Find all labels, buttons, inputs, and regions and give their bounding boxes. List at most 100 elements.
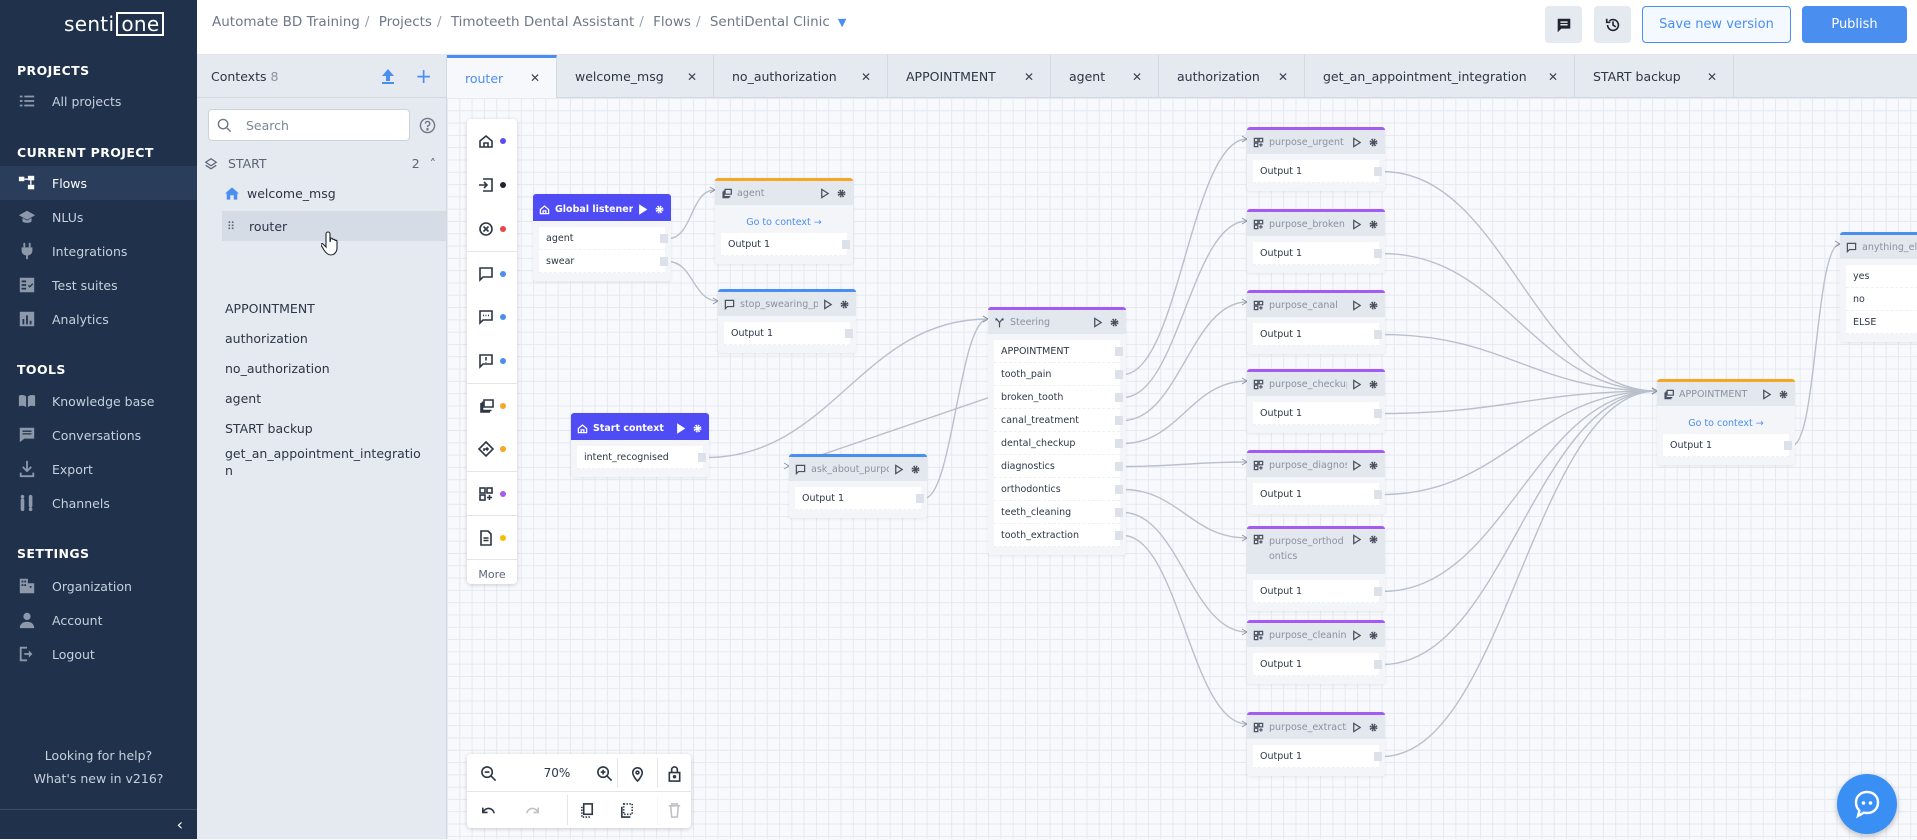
publish-button[interactable]: Publish bbox=[1802, 6, 1907, 43]
output-port[interactable] bbox=[1374, 330, 1382, 339]
tab-authorization[interactable]: authorization✕ bbox=[1159, 55, 1305, 98]
close-tab-icon[interactable]: ✕ bbox=[1131, 69, 1142, 84]
node-header[interactable]: Steering bbox=[988, 307, 1126, 334]
output-port[interactable] bbox=[1374, 409, 1382, 418]
gear-icon[interactable] bbox=[1778, 389, 1789, 400]
palette-item[interactable] bbox=[467, 427, 517, 471]
node-header[interactable]: purpose_canal bbox=[1247, 290, 1385, 317]
context-group-start[interactable]: START 2 ˄ bbox=[197, 149, 446, 178]
node-header[interactable]: purpose_orthodontics bbox=[1247, 526, 1385, 574]
tab-agent[interactable]: agent✕ bbox=[1051, 55, 1159, 98]
output-port[interactable] bbox=[1115, 531, 1123, 540]
node-header[interactable]: purpose_cleaning bbox=[1247, 620, 1385, 647]
history-button[interactable] bbox=[1594, 6, 1631, 43]
chevron-up-icon[interactable]: ˄ bbox=[429, 156, 436, 171]
play-icon[interactable] bbox=[1351, 218, 1362, 230]
locate-button[interactable] bbox=[617, 758, 657, 788]
play-icon[interactable] bbox=[1351, 378, 1362, 390]
breadcrumb-item[interactable]: Automate BD Training bbox=[212, 14, 360, 30]
palette-item[interactable] bbox=[467, 515, 517, 559]
context-item-router[interactable]: ⠿router bbox=[222, 211, 446, 241]
save-new-version-button[interactable]: Save new version bbox=[1642, 6, 1791, 43]
sidebar-item-channels[interactable]: Channels bbox=[0, 486, 197, 520]
gear-icon[interactable] bbox=[692, 423, 703, 434]
go-to-context-link[interactable]: Go to context → bbox=[1688, 417, 1764, 429]
output-port[interactable] bbox=[1374, 752, 1382, 761]
node-header[interactable]: purpose_checkup bbox=[1247, 369, 1385, 396]
gear-icon[interactable] bbox=[1368, 219, 1379, 230]
play-icon[interactable] bbox=[1351, 534, 1362, 545]
gear-icon[interactable] bbox=[910, 464, 921, 475]
breadcrumb-item[interactable]: Projects bbox=[378, 14, 432, 30]
node-header[interactable]: anything_else bbox=[1840, 232, 1917, 259]
help-link[interactable]: Looking for help? bbox=[44, 748, 153, 763]
sidebar-item-organization[interactable]: Organization bbox=[0, 569, 197, 603]
close-tab-icon[interactable]: ✕ bbox=[686, 69, 697, 84]
gear-icon[interactable] bbox=[1368, 630, 1379, 641]
tab-router[interactable]: router✕ bbox=[447, 55, 557, 98]
play-icon[interactable] bbox=[822, 298, 833, 310]
breadcrumb-item[interactable]: Timoteeth Dental Assistant bbox=[450, 14, 635, 30]
output-port[interactable] bbox=[1115, 462, 1123, 471]
node-header[interactable]: ask_about_purpose bbox=[789, 454, 927, 481]
node-header[interactable]: purpose_diagnostics bbox=[1247, 450, 1385, 477]
sidebar-item-test-suites[interactable]: Test suites bbox=[0, 268, 197, 302]
node-header[interactable]: purpose_broken bbox=[1247, 209, 1385, 236]
play-icon[interactable] bbox=[1092, 316, 1103, 328]
palette-item[interactable] bbox=[467, 339, 517, 383]
palette-item[interactable] bbox=[467, 471, 517, 515]
gear-icon[interactable] bbox=[1368, 379, 1379, 390]
drag-handle-icon[interactable]: ⠿ bbox=[227, 219, 236, 233]
play-icon[interactable] bbox=[675, 422, 686, 434]
add-context-button[interactable]: + bbox=[415, 64, 432, 88]
close-tab-icon[interactable]: ✕ bbox=[1023, 69, 1034, 84]
search-input[interactable]: Search bbox=[208, 109, 410, 141]
output-port[interactable] bbox=[1374, 249, 1382, 258]
sidebar-item-export[interactable]: Export bbox=[0, 452, 197, 486]
play-icon[interactable] bbox=[1761, 388, 1772, 400]
node-header[interactable]: Global listener bbox=[533, 194, 671, 221]
gear-icon[interactable] bbox=[836, 188, 847, 199]
gear-icon[interactable] bbox=[654, 204, 665, 215]
go-to-context-link[interactable]: Go to context → bbox=[746, 216, 822, 228]
output-port[interactable] bbox=[1115, 347, 1123, 356]
close-tab-icon[interactable]: ✕ bbox=[860, 69, 871, 84]
chat-widget-button[interactable] bbox=[1837, 774, 1897, 834]
chevron-down-icon[interactable]: ▼ bbox=[837, 16, 847, 29]
sidebar-item-conversations[interactable]: Conversations bbox=[0, 418, 197, 452]
gear-icon[interactable] bbox=[1368, 722, 1379, 733]
breadcrumb-current[interactable]: SentiDental Clinic bbox=[709, 14, 830, 30]
output-port[interactable] bbox=[698, 453, 706, 462]
undo-button[interactable] bbox=[473, 795, 503, 825]
sidebar-item-all-projects[interactable]: All projects bbox=[0, 84, 197, 118]
output-port[interactable] bbox=[1374, 660, 1382, 669]
tab-appointment[interactable]: APPOINTMENT✕ bbox=[888, 55, 1051, 98]
context-item[interactable]: agent bbox=[225, 391, 262, 406]
whats-new-link[interactable]: What's new in v216? bbox=[33, 771, 164, 786]
close-tab-icon[interactable]: ✕ bbox=[1706, 69, 1717, 84]
sidebar-item-analytics[interactable]: Analytics bbox=[0, 302, 197, 336]
palette-item[interactable] bbox=[467, 295, 517, 339]
gear-icon[interactable] bbox=[1109, 317, 1120, 328]
output-port[interactable] bbox=[1374, 490, 1382, 499]
node-header[interactable]: Start context bbox=[571, 413, 709, 440]
palette-item[interactable] bbox=[467, 251, 517, 295]
play-icon[interactable] bbox=[893, 463, 904, 475]
sidebar-item-knowledge-base[interactable]: Knowledge base bbox=[0, 384, 197, 418]
context-item-wrap[interactable]: n bbox=[225, 462, 233, 478]
help-icon[interactable] bbox=[419, 117, 436, 134]
breadcrumb-item[interactable]: Flows bbox=[653, 14, 691, 30]
gear-icon[interactable] bbox=[1368, 534, 1379, 545]
play-icon[interactable] bbox=[1351, 459, 1362, 471]
output-port[interactable] bbox=[1115, 416, 1123, 425]
context-item[interactable]: START backup bbox=[225, 421, 313, 436]
tab-no_authorization[interactable]: no_authorization✕ bbox=[714, 55, 888, 98]
sidebar-item-integrations[interactable]: Integrations bbox=[0, 234, 197, 268]
